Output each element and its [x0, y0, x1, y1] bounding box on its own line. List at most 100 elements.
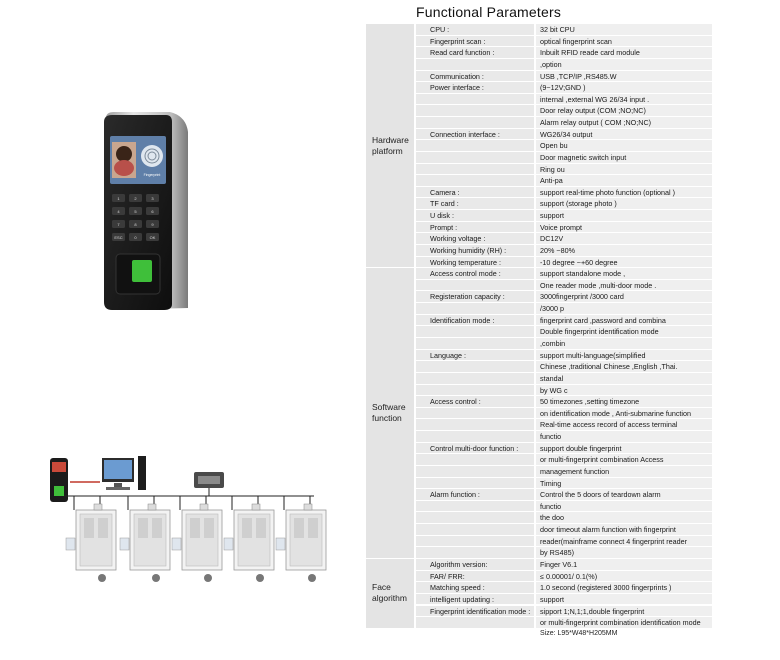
spec-value: functio	[536, 431, 712, 443]
spec-value: Timing	[536, 477, 712, 490]
spec-label	[416, 151, 534, 164]
spec-value: by WG c	[536, 384, 712, 397]
spec-label: Algorithm version:	[416, 558, 534, 571]
spec-row: Connection interface :WG26/34 output	[366, 128, 712, 141]
spec-value: support	[536, 593, 712, 606]
spec-row: Camera : support real-time photo functio…	[366, 186, 712, 199]
spec-label: Prompt :	[416, 221, 534, 234]
spec-label	[416, 140, 534, 152]
spec-row: U disk : support	[366, 210, 712, 222]
keypad-key	[129, 194, 142, 202]
controller-icon	[194, 472, 224, 488]
spec-row: intelligent updating :support	[366, 593, 712, 606]
spec-row: Access control mode :support standalone …	[366, 268, 712, 280]
spec-row: functio	[366, 500, 712, 513]
spec-value: by RS485)	[536, 547, 712, 559]
spec-row: on identification mode , Anti-submarine …	[366, 407, 712, 420]
spec-label	[416, 279, 534, 292]
spec-label: Read card function :	[416, 47, 534, 59]
spec-label: Matching speed :	[416, 582, 534, 594]
spec-label	[416, 477, 534, 490]
spec-value: 32 bit CPU	[536, 24, 712, 36]
spec-value: WG26/34 output	[536, 128, 712, 141]
keypad-key-label: ESC	[114, 235, 122, 240]
spec-row: Ring ou	[366, 163, 712, 176]
spec-label	[416, 419, 534, 432]
door-icon	[65, 503, 117, 582]
spec-row: /3000 p	[366, 303, 712, 315]
spec-value: (9~12V;GND )	[536, 82, 712, 94]
spec-row: Chinese ,traditional Chinese ,English ,T…	[366, 361, 712, 373]
spec-value: support (storage photo )	[536, 198, 712, 211]
spec-row: by RS485)	[366, 547, 712, 559]
section-label-line: algorithm	[372, 593, 407, 604]
spec-row: Control multi-door function : support do…	[366, 442, 712, 455]
spec-value: 3000fingerprint /3000 card	[536, 291, 712, 304]
keypad-key-label: 5	[134, 209, 137, 214]
spec-label: Connection interface :	[416, 128, 534, 141]
section-label-line: Software	[372, 402, 406, 413]
spec-label: Communication :	[416, 70, 534, 83]
spec-label: FAR/ FRR:	[416, 570, 534, 583]
spec-label	[416, 384, 534, 397]
spec-row: Access control :50 timezones ,setting ti…	[366, 396, 712, 408]
spec-row: CPU :32 bit CPU	[366, 24, 712, 36]
spec-label	[416, 326, 534, 338]
spec-label	[416, 117, 534, 129]
spec-value: Door relay output (COM ;NO;NC)	[536, 105, 712, 118]
spec-row: Double fingerprint identification mode	[366, 326, 712, 338]
spec-row: Matching speed :1.0 second (registered 3…	[366, 582, 712, 594]
spec-value: ≤ 0.00001/ 0.1(%)	[536, 570, 712, 583]
spec-value: reader(mainframe connect 4 fingerprint r…	[536, 535, 712, 548]
spec-row: door timeout alarm function with fingerp…	[366, 524, 712, 536]
keypad-key-label: 6	[151, 209, 154, 214]
spec-value: Open bu	[536, 140, 712, 152]
spec-value: Ring ou	[536, 163, 712, 176]
door-icon	[171, 503, 223, 582]
spec-row: Power interface :(9~12V;GND )	[366, 82, 712, 94]
spec-value: on identification mode , Anti-submarine …	[536, 407, 712, 420]
spec-value: or multi-fingerprint combination Access	[536, 454, 712, 466]
spec-row: Read card function :Inbuilt RFID reade c…	[366, 47, 712, 59]
spec-value: Real-time access record of access termin…	[536, 419, 712, 432]
spec-value: 50 timezones ,setting timezone	[536, 396, 712, 408]
spec-value: support standalone mode ,	[536, 268, 712, 280]
spec-label: Identification mode :	[416, 314, 534, 327]
spec-value: support real-time photo function (option…	[536, 186, 712, 199]
spec-label: Working temperature :	[416, 256, 534, 269]
keypad-key	[112, 220, 125, 228]
spec-label: U disk :	[416, 210, 534, 222]
spec-row: the doo	[366, 512, 712, 525]
keypad-key-label: 7	[117, 222, 120, 227]
spec-label	[416, 361, 534, 373]
spec-row: Door relay output (COM ;NO;NC)	[366, 105, 712, 118]
spec-label: Fingerprint identification mode :	[416, 605, 534, 618]
spec-value: support multi-language(simplified	[536, 349, 712, 362]
spec-label	[416, 303, 534, 315]
spec-value: support double fingerprint	[536, 442, 712, 455]
section-label-line: function	[372, 413, 402, 424]
spec-row: Alarm function : Control the 5 doors of …	[366, 489, 712, 501]
spec-label	[416, 617, 534, 629]
spec-value: One reader mode ,multi-door mode .	[536, 279, 712, 292]
spec-label: intelligent updating :	[416, 593, 534, 606]
spec-label	[416, 465, 534, 478]
spec-row: Alarm relay output ( COM ;NO;NC)	[366, 117, 712, 129]
spec-row: Fingerprint scan :optical fingerprint sc…	[366, 35, 712, 48]
spec-value: -10 degree ~+60 degree	[536, 256, 712, 269]
spec-row: Identification mode :fingerprint card ,p…	[366, 314, 712, 327]
spec-label	[416, 535, 534, 548]
spec-value: ,option	[536, 58, 712, 71]
spec-label: Access control mode :	[416, 268, 534, 280]
spec-value: or multi-fingerprint combination identif…	[536, 617, 712, 629]
door-icon	[223, 503, 275, 582]
spec-row: TF card :support (storage photo )	[366, 198, 712, 211]
spec-row: Anti-pa	[366, 175, 712, 187]
keypad-key-label: 4	[117, 209, 120, 214]
keypad-key-label: 0	[134, 235, 137, 240]
keypad-key-label: 2	[134, 196, 137, 201]
door-icon	[119, 503, 171, 582]
page-title: Functional Parameters	[416, 4, 562, 20]
